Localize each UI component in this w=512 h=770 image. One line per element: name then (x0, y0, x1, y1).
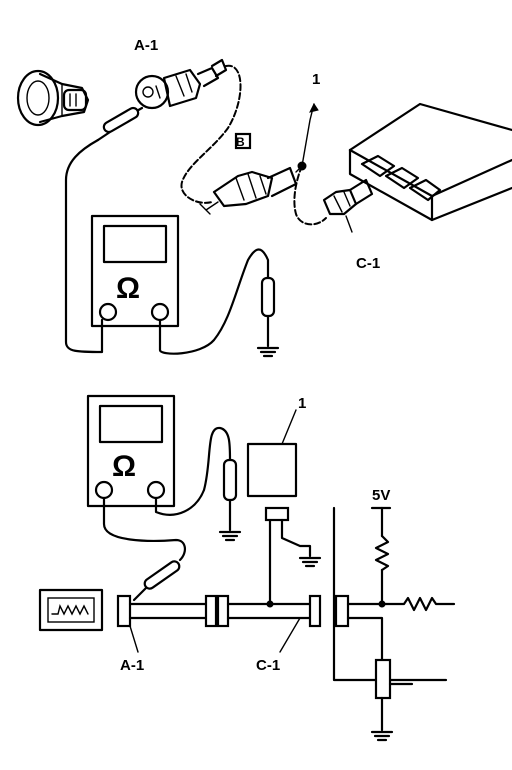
wire-meter-right (158, 248, 270, 355)
ground-icon (256, 346, 280, 358)
wire-meter-left-bottom (102, 496, 186, 562)
connector-c1-bottom (308, 594, 322, 628)
connector-b (199, 132, 298, 215)
resistor-icon (384, 596, 456, 612)
label-c1-top: C-1 (356, 255, 380, 272)
pointer-1-top (295, 103, 315, 173)
pointer-a1 (129, 625, 139, 653)
pointer-1-bottom (281, 409, 297, 445)
ohm-symbol-bottom: Ω (112, 450, 136, 483)
probe-clip (264, 506, 290, 522)
ground-icon (218, 530, 242, 542)
wire-a1-to-b (180, 64, 242, 204)
resistor-icon (374, 534, 390, 572)
label-one-bottom: 1 (298, 395, 306, 412)
connector-a1-top (134, 58, 228, 110)
ohmmeter-icon (86, 394, 176, 508)
wire-tap-ground (280, 518, 312, 558)
ecm-input-connector (334, 594, 350, 628)
connector-a1-bottom (116, 594, 132, 628)
bottom-schematic (38, 394, 456, 742)
sensor-icon (16, 69, 90, 127)
probe-top-right (260, 276, 276, 348)
label-b: B (236, 135, 245, 149)
probe-bottom-right (222, 458, 238, 532)
ecm-input-line-lower (346, 616, 384, 662)
label-five-v: 5V (372, 487, 390, 504)
device-1 (246, 442, 298, 498)
wire-meter-right-bottom (154, 426, 232, 516)
ground-icon (370, 730, 394, 742)
ecm-boundary (332, 506, 448, 682)
wire-probe-to-meter-left (64, 138, 104, 354)
ecm-icon (348, 102, 512, 222)
ground-icon (298, 556, 322, 568)
top-illustration (16, 58, 512, 358)
label-a1-top: A-1 (134, 37, 158, 54)
label-one-top: 1 (312, 71, 320, 88)
ohm-symbol-top: Ω (116, 272, 140, 305)
ecm-transistor (374, 658, 392, 700)
sensor-icon (38, 588, 104, 632)
wire-b-to-c1 (293, 165, 327, 226)
connector-c1-top (322, 178, 374, 233)
probe-bottom-left (132, 560, 181, 602)
label-c1-bottom: C-1 (256, 657, 280, 674)
ohmmeter-icon (90, 214, 180, 328)
label-a1-bottom: A-1 (120, 657, 144, 674)
connector-middle (204, 594, 230, 628)
pointer-c1 (279, 617, 301, 653)
probe-top-left (96, 106, 140, 142)
